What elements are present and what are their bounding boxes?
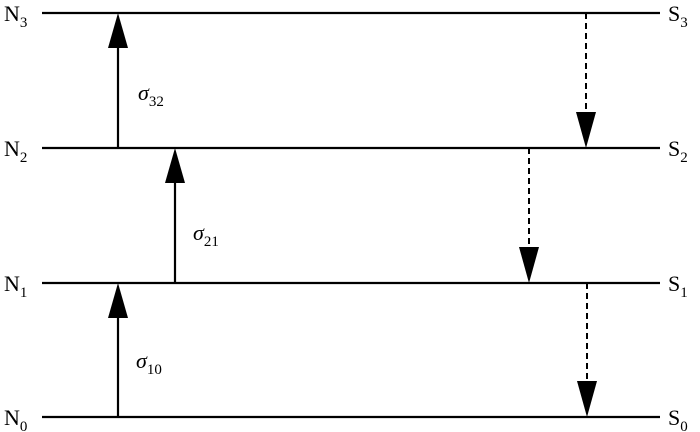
level-label-s0: S0 [668,405,688,432]
relaxation-arrow-32 [576,13,596,148]
level-label-s3: S3 [668,1,688,31]
level-label-n3: N3 [4,1,27,31]
absorption-arrow-32 [108,13,128,148]
absorption-arrow-21 [165,148,185,283]
level-label-n0: N0 [4,405,27,432]
relaxation-arrow-21 [519,148,539,283]
sigma-label-32: σ32 [138,80,164,110]
level-label-n2: N2 [4,136,27,166]
level-label-s2: S2 [668,136,688,166]
relaxation-arrow-10 [577,283,597,417]
level-label-s1: S1 [668,271,688,301]
level-label-n1: N1 [4,271,27,301]
sigma-label-21: σ21 [193,220,219,250]
sigma-label-10: σ10 [136,348,162,378]
absorption-arrow-10 [108,283,128,417]
